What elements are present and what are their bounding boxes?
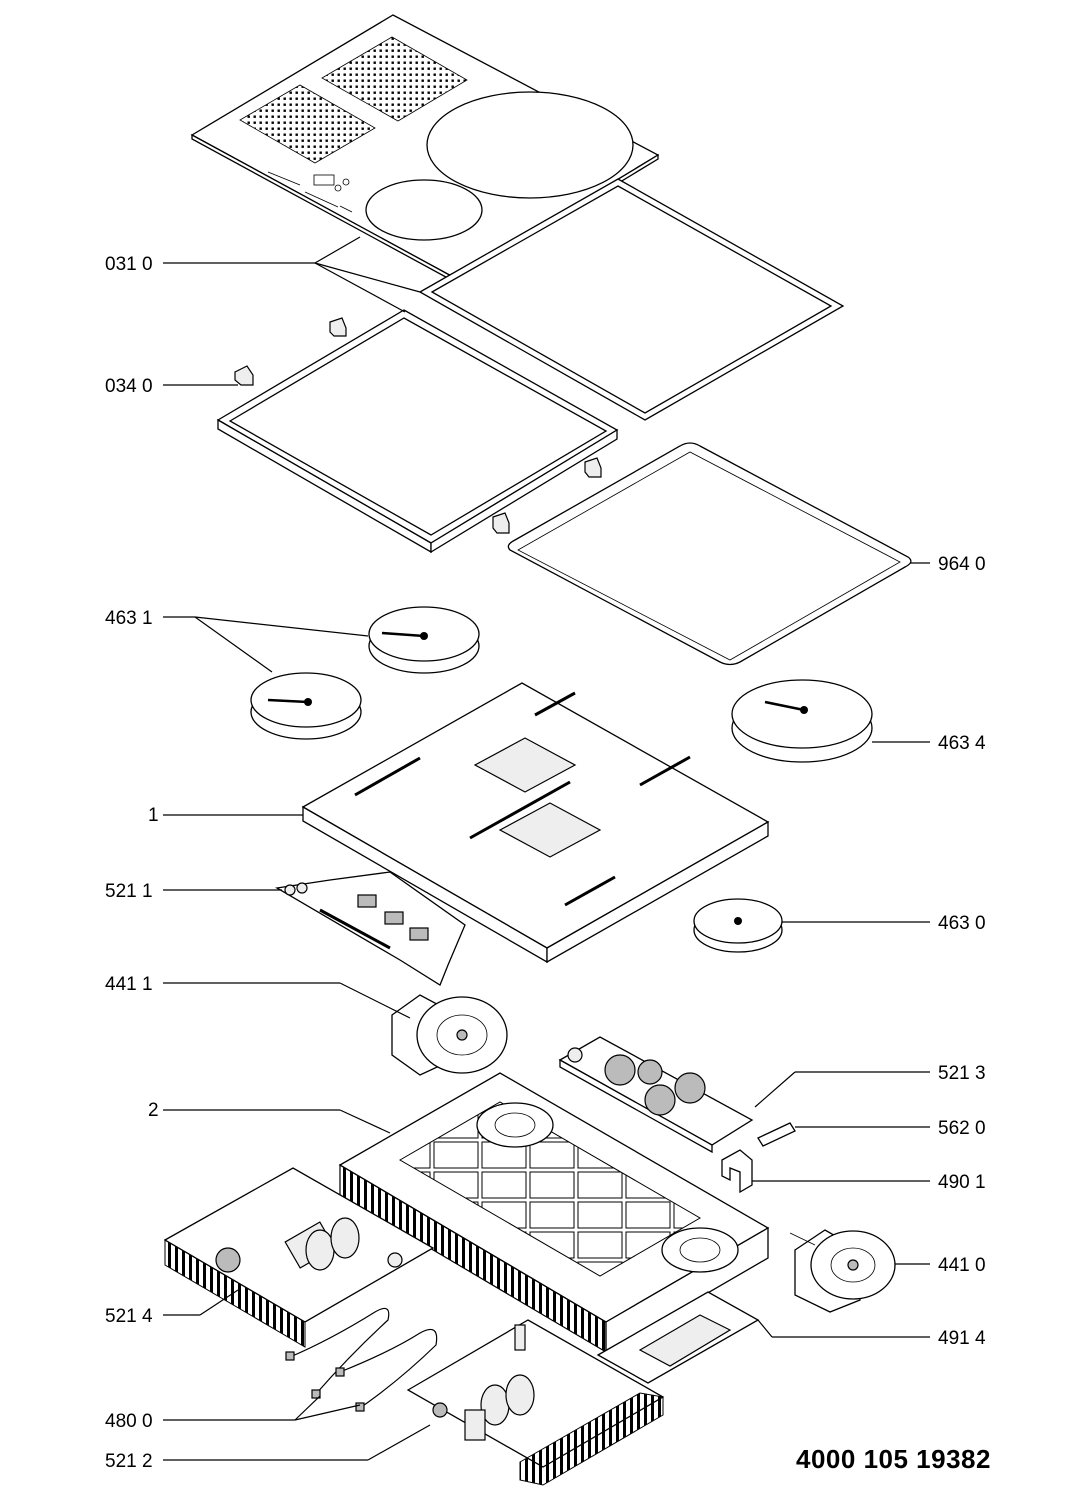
callout-521-4: 521 4 xyxy=(105,1306,153,1327)
fuse xyxy=(757,1122,796,1147)
bracket xyxy=(721,1149,753,1194)
callout-441-1: 441 1 xyxy=(105,974,153,995)
callout-521-3: 521 3 xyxy=(938,1063,986,1084)
support-plate xyxy=(301,682,770,964)
gasket xyxy=(507,442,912,666)
callout-034-0: 034 0 xyxy=(105,376,153,397)
callout-491-4: 491 4 xyxy=(938,1328,986,1349)
callout-521-1: 521 1 xyxy=(105,881,153,902)
power-board-bottom xyxy=(406,1319,665,1486)
callout-441-0: 441 0 xyxy=(938,1255,986,1276)
bottom-housing xyxy=(338,1072,770,1354)
wiring-harness xyxy=(285,1307,438,1412)
callout-521-2: 521 2 xyxy=(105,1451,153,1472)
callout-031-0: 031 0 xyxy=(105,254,153,275)
large-coil xyxy=(731,679,873,763)
callout-1: 1 xyxy=(148,805,159,826)
callout-964-0: 964 0 xyxy=(938,554,986,575)
power-board-right xyxy=(558,1036,754,1154)
callout-490-1: 490 1 xyxy=(938,1172,986,1193)
callout-463-0: 463 0 xyxy=(938,913,986,934)
fan-lower xyxy=(789,1229,896,1313)
callout-2: 2 xyxy=(148,1100,159,1121)
top-seal-frame xyxy=(418,178,845,421)
document-number: 4000 105 19382 xyxy=(796,1444,991,1474)
fan-upper xyxy=(391,994,508,1076)
callout-480-0: 480 0 xyxy=(105,1411,153,1432)
leader-lines xyxy=(163,236,930,1461)
mounting-frame xyxy=(216,309,619,554)
control-board xyxy=(275,871,466,986)
coil-pair xyxy=(250,606,480,740)
callout-463-4: 463 4 xyxy=(938,733,986,754)
callout-463-1: 463 1 xyxy=(105,608,153,629)
small-coil xyxy=(693,898,783,953)
power-board-left xyxy=(163,1167,435,1348)
callout-562-0: 562 0 xyxy=(938,1118,986,1139)
